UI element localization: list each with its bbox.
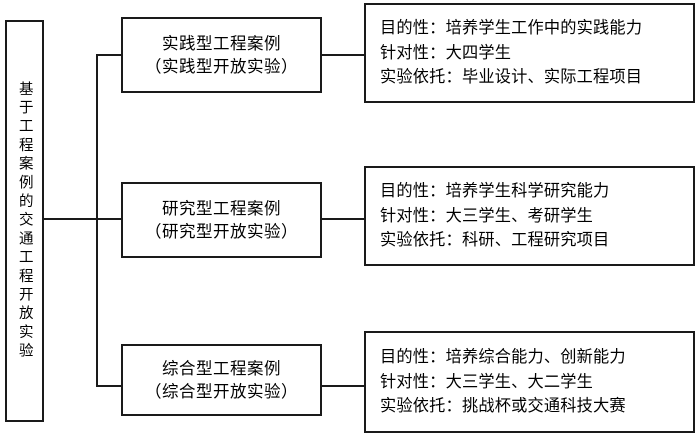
detail-node-2-row-3-value: 科研、工程研究项目: [461, 230, 610, 250]
root-node[interactable]: 基于工程案例的交通工程开放实验: [5, 20, 44, 422]
root-node-label: 基于工程案例的交通工程开放实验: [16, 80, 33, 362]
detail-node-1-row-3-value: 毕业设计、实际工程项目: [461, 67, 643, 87]
detail-node-3-row-1-label: 目的性：: [380, 347, 446, 367]
detail-node-1-row-1-value: 培养学生工作中的实践能力: [445, 18, 643, 38]
category-node-3-line-1: 综合型工程案例: [162, 358, 281, 378]
detail-node-2-row-3-label: 实验依托：: [380, 230, 462, 250]
connector-category-1-to-detail-1: [321, 54, 366, 56]
detail-node-3-row-3-label: 实验依托：: [380, 396, 462, 416]
connector-trunk: [96, 54, 98, 387]
connector-trunk-to-category-2: [96, 218, 123, 220]
detail-node-3-row-1: 目的性：培养综合能力、创新能力: [380, 345, 693, 370]
detail-node-2-row-2-label: 针对性：: [380, 205, 446, 225]
category-node-3[interactable]: 综合型工程案例 （综合型开放实验）: [121, 344, 322, 416]
detail-node-1-row-2-value: 大四学生: [445, 42, 512, 62]
detail-node-3-row-2-label: 针对性：: [380, 371, 446, 391]
detail-node-3-row-3-value: 挑战杯或交通科技大赛: [461, 396, 626, 416]
connector-category-3-to-detail-3: [321, 385, 366, 387]
detail-node-1-row-3: 实验依托：毕业设计、实际工程项目: [380, 65, 693, 90]
detail-node-2-row-3: 实验依托：科研、工程研究项目: [380, 228, 693, 253]
detail-node-3-row-3: 实验依托：挑战杯或交通科技大赛: [380, 394, 693, 419]
detail-node-1-row-2-label: 针对性：: [380, 42, 446, 62]
detail-node-2-row-1-label: 目的性：: [380, 181, 446, 201]
detail-node-1-row-3-label: 实验依托：: [380, 67, 462, 87]
category-node-1-line-1: 实践型工程案例: [162, 33, 281, 53]
connector-root-to-trunk: [44, 218, 97, 220]
category-node-1[interactable]: 实践型工程案例 （实践型开放实验）: [121, 17, 322, 93]
category-node-1-line-2: （实践型开放实验）: [145, 57, 298, 76]
detail-node-1[interactable]: 目的性：培养学生工作中的实践能力 针对性：大四学生 实验依托：毕业设计、实际工程…: [364, 3, 695, 103]
detail-node-3-row-2: 针对性：大三学生、大二学生: [380, 370, 693, 395]
category-node-2-line-1: 研究型工程案例: [162, 198, 281, 218]
detail-node-1-row-1: 目的性：培养学生工作中的实践能力: [380, 16, 693, 41]
detail-node-2-row-2: 针对性：大三学生、考研学生: [380, 204, 693, 229]
detail-node-2-row-2-value: 大三学生、考研学生: [445, 205, 594, 225]
category-node-2[interactable]: 研究型工程案例 （研究型开放实验）: [121, 182, 322, 258]
detail-node-2-row-1: 目的性：培养学生科学研究能力: [380, 179, 693, 204]
detail-node-3-row-2-value: 大三学生、大二学生: [445, 371, 594, 391]
connector-trunk-to-category-3: [96, 385, 123, 387]
category-node-3-line-2: （综合型开放实验）: [145, 382, 298, 401]
detail-node-1-row-2: 针对性：大四学生: [380, 41, 693, 66]
detail-node-2[interactable]: 目的性：培养学生科学研究能力 针对性：大三学生、考研学生 实验依托：科研、工程研…: [364, 166, 695, 266]
connector-category-2-to-detail-2: [321, 218, 366, 220]
detail-node-2-row-1-value: 培养学生科学研究能力: [445, 181, 610, 201]
connector-trunk-to-category-1: [96, 54, 123, 56]
detail-node-3-row-1-value: 培养综合能力、创新能力: [445, 347, 626, 367]
detail-node-3[interactable]: 目的性：培养综合能力、创新能力 针对性：大三学生、大二学生 实验依托：挑战杯或交…: [364, 331, 695, 433]
detail-node-1-row-1-label: 目的性：: [380, 18, 446, 38]
category-node-2-line-2: （研究型开放实验）: [145, 222, 298, 241]
